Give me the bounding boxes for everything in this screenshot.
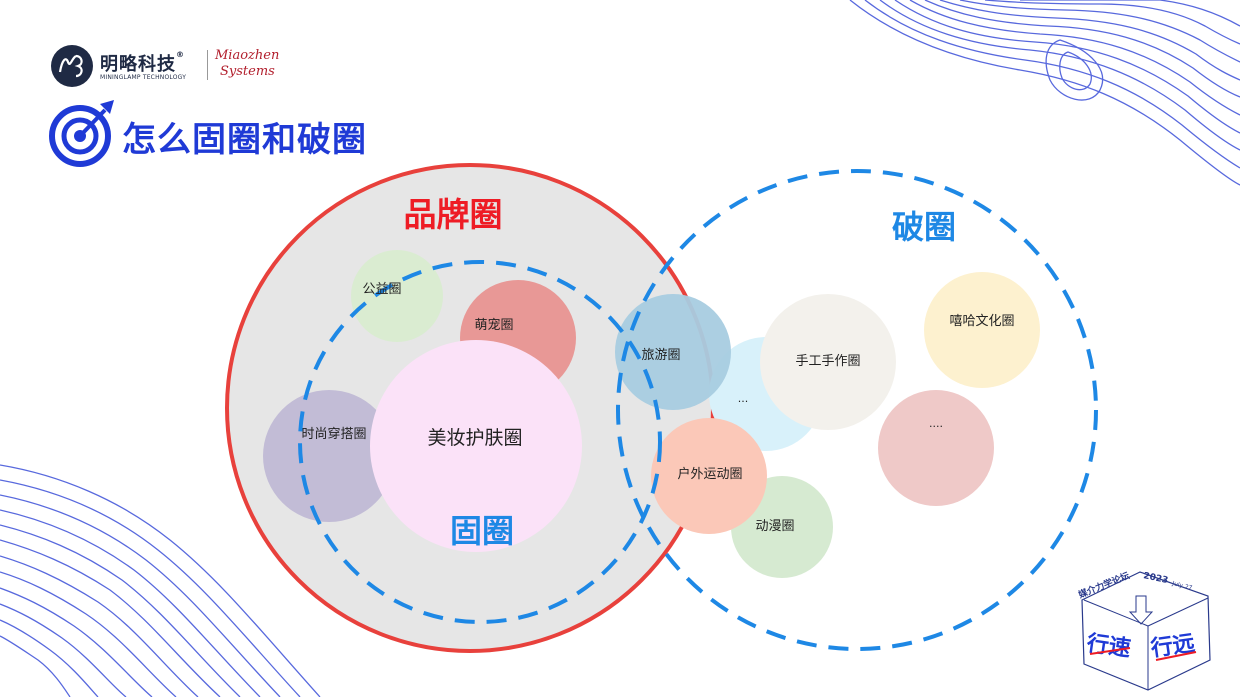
event-badge: 媒介力学论坛 2023 July 27 行速 行远 [1076,569,1211,691]
bubble-ellipsis2 [878,390,994,506]
bubble-label-shougong: 手工手作圈 [795,354,860,369]
target-icon [49,100,114,167]
contour-decoration-bottom-left [0,464,321,697]
bubble-label-xiha: 嘻哈文化圈 [949,314,1014,329]
logo-text-cn: 明略科技® [100,50,185,75]
bubble-label-lvyou: 旅游圈 [641,348,680,363]
break-circle-label: 破圈 [892,208,956,246]
break-circle [616,169,1098,651]
bubble-label-dongman: 动漫圈 [755,519,794,534]
bubble-xiha [924,272,1040,388]
brand-circle-label: 品牌圈 [404,195,503,234]
bubble-label-mengchong: 萌宠圈 [474,317,513,333]
company-logo: 明略科技® MININGLAMP TECHNOLOGY Miaozhen Sys… [50,44,280,88]
bubble-label-huwai: 户外运动圈 [677,466,742,482]
logo-miaozhen: Miaozhen [215,48,280,63]
bubble-label-ellipsis1: ... [738,392,749,405]
logo-registered-mark: ® [176,50,185,59]
company-logo-icon [51,45,93,87]
contour-decoration-top-right [849,0,1240,186]
badge-word1: 行速 [1084,630,1132,662]
bubble-label-gongyi: 公益圈 [362,282,401,297]
logo-systems: Systems [220,64,275,79]
bubble-lvyou [615,294,731,410]
badge-month: July 27 [1171,580,1194,592]
bubble-huwai [651,418,767,534]
inner-circle-label: 固圈 [450,512,514,550]
bubble-shishang [263,390,395,522]
logo-separator [207,50,208,80]
bubble-label-shishang: 时尚穿搭圈 [301,426,366,442]
inner-fixed-circle [298,260,662,624]
bubble-shougong [760,294,896,430]
bubble-label-ellipsis2: .... [929,417,943,430]
page-title: 怎么固圈和破圈 [122,120,367,160]
logo-text-en: MININGLAMP TECHNOLOGY [100,74,187,81]
bubble-label-meizhuang: 美妆护肤圈 [427,427,522,449]
bubble-meizhuang [370,340,582,552]
